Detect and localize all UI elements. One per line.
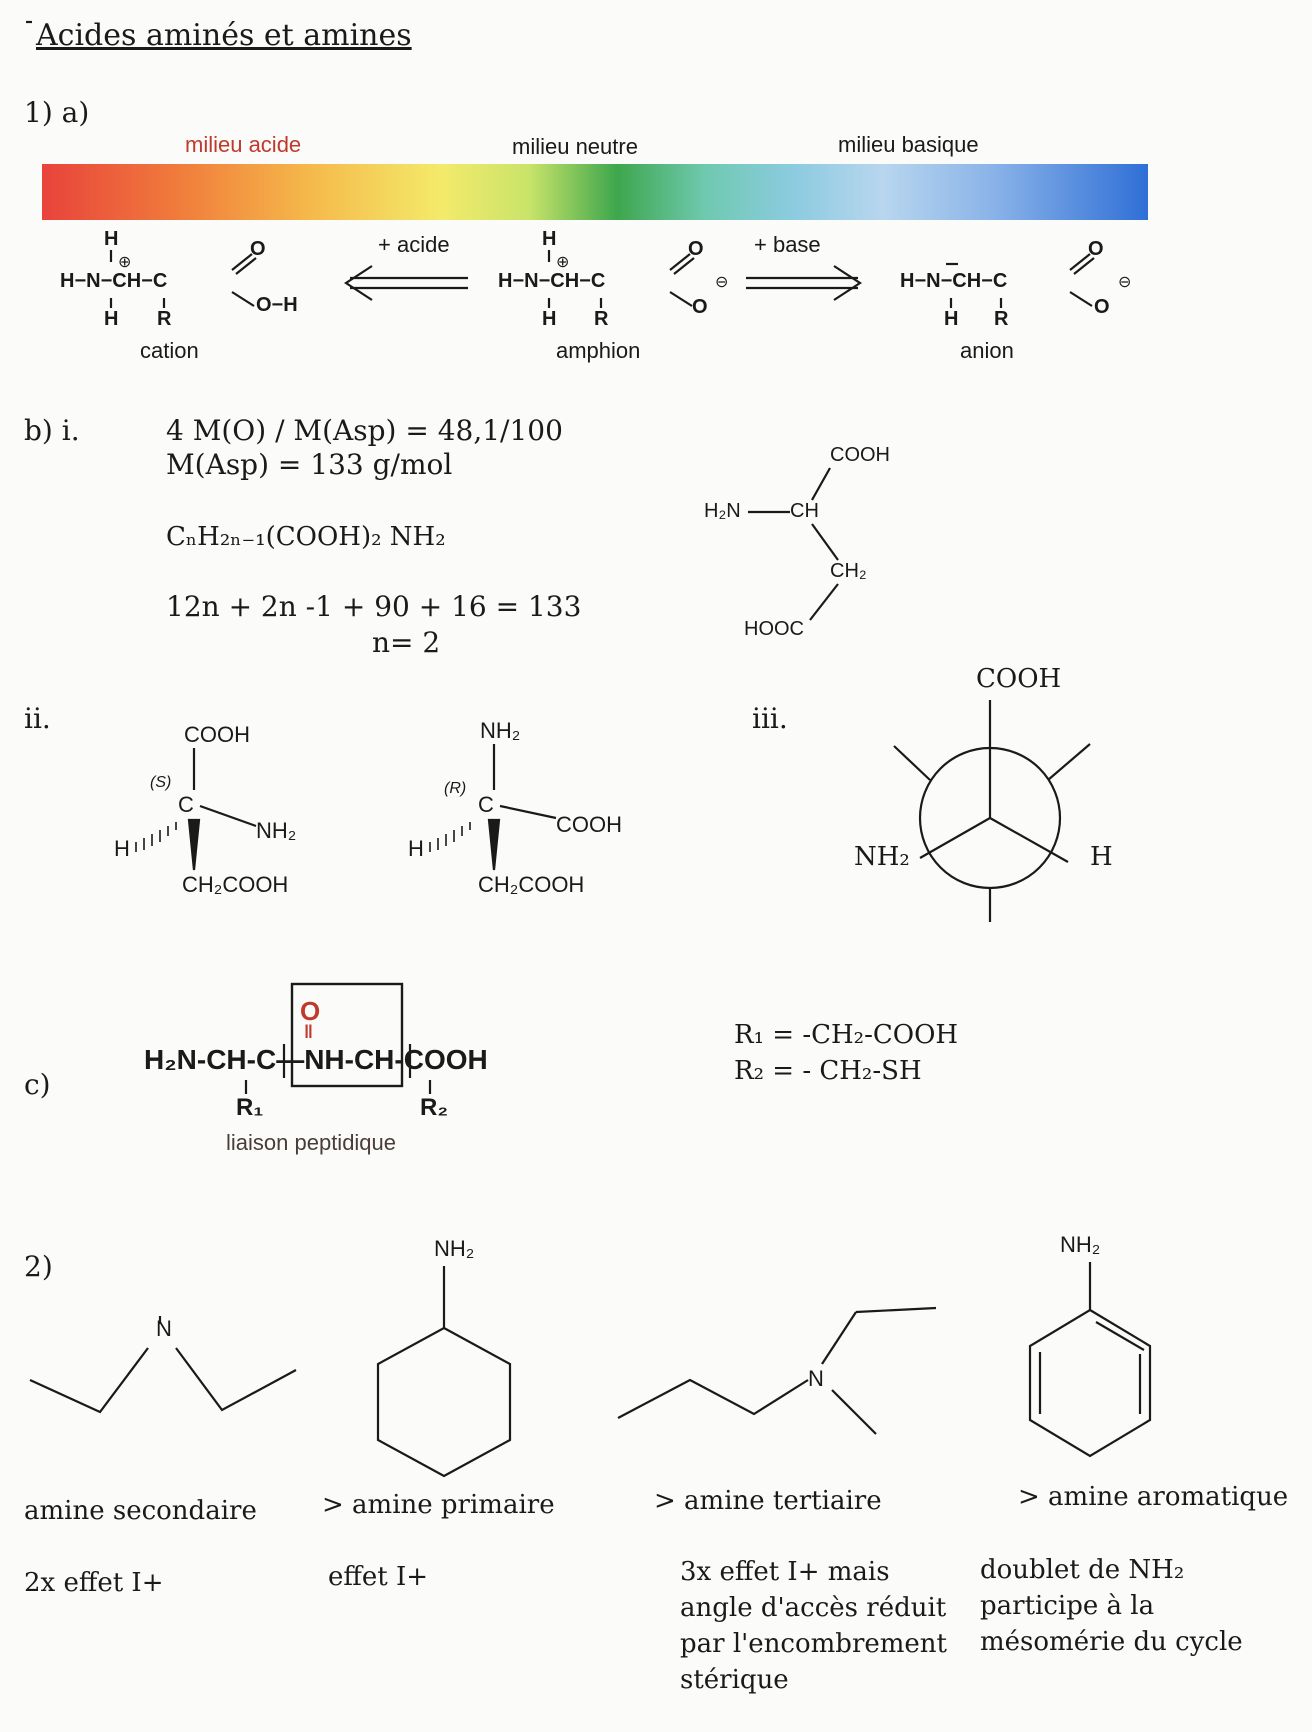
s-right-nh2: NH₂ bbox=[256, 818, 297, 843]
section-1a-label: 1) a) bbox=[24, 96, 90, 129]
equation-mass-ratio: 4 M(O) / M(Asp) = 48,1/100 bbox=[166, 414, 563, 447]
r-top-nh2: NH₂ bbox=[480, 718, 521, 743]
amine4-atom: NH₂ bbox=[1060, 1232, 1101, 1257]
amine1-note: 2x effet I+ bbox=[24, 1568, 164, 1598]
dipeptide-formula: H₂N-CH-C—NH-CH-COOH bbox=[144, 1044, 488, 1075]
s-bottom-ch2cooh: CH₂COOH bbox=[182, 872, 289, 897]
amine3-atom: N bbox=[808, 1366, 824, 1391]
zone-neutral-label: milieu neutre bbox=[512, 134, 638, 159]
arrow-base-label: + base bbox=[754, 232, 821, 257]
amine4-note: doublet de NH₂ participe à la mésomérie … bbox=[980, 1555, 1243, 1657]
amine4-type: > amine aromatique bbox=[1018, 1482, 1289, 1512]
asp-h2n: H₂N bbox=[704, 500, 741, 522]
page-title: Acides aminés et amines bbox=[36, 18, 412, 53]
amine3-type: > amine tertiaire bbox=[654, 1486, 882, 1516]
s-config-tag: (S) bbox=[150, 774, 172, 791]
r-bottom-ch2cooh: CH₂COOH bbox=[478, 872, 585, 897]
newman-right-h: H bbox=[1090, 842, 1113, 872]
result-n: n= 2 bbox=[372, 626, 441, 659]
section-1b-iii-label: iii. bbox=[752, 702, 788, 735]
zone-acid-label: milieu acide bbox=[185, 132, 302, 157]
section-1b-i-label: b) i. bbox=[24, 414, 80, 447]
r2-definition: R₂ = - CH₂-SH bbox=[734, 1056, 922, 1086]
zone-basic-label: milieu basique bbox=[838, 132, 979, 157]
equation-n: 12n + 2n -1 + 90 + 16 = 133 bbox=[166, 590, 582, 623]
newman-left-nh2: NH₂ bbox=[854, 842, 910, 872]
asp-ch: CH bbox=[790, 500, 819, 522]
peptide-bond-label: liaison peptidique bbox=[226, 1130, 397, 1155]
section-2-label: 2) bbox=[24, 1250, 53, 1283]
cation-label: cation bbox=[140, 338, 199, 363]
dipeptide-r2: R₂ bbox=[420, 1094, 448, 1121]
s-top-cooh: COOH bbox=[184, 722, 250, 747]
amphion-label: amphion bbox=[556, 338, 641, 363]
amine1-type: amine secondaire bbox=[24, 1496, 257, 1526]
arrow-acid-label: + acide bbox=[378, 232, 450, 257]
r-h: H bbox=[408, 836, 424, 861]
amine2-atom: NH₂ bbox=[434, 1236, 475, 1261]
r-right-cooh: COOH bbox=[556, 812, 622, 837]
amine2-note: effet I+ bbox=[328, 1562, 429, 1592]
anion-label: anion bbox=[960, 338, 1014, 363]
dipeptide-r1: R₁ bbox=[236, 1094, 264, 1121]
s-h: H bbox=[114, 836, 130, 861]
newman-top-cooh: COOH bbox=[976, 664, 1062, 694]
asp-cooh: COOH bbox=[830, 444, 890, 466]
asp-hooc: HOOC bbox=[744, 618, 804, 640]
r-config-tag: (R) bbox=[444, 780, 467, 797]
general-formula: CₙH₂ₙ₋₁(COOH)₂ NH₂ bbox=[166, 522, 446, 552]
section-1c-label: c) bbox=[24, 1068, 51, 1101]
amine2-type: > amine primaire bbox=[322, 1490, 555, 1520]
amine3-note: 3x effet I+ mais angle d'accès réduit pa… bbox=[680, 1557, 947, 1695]
r1-definition: R₁ = -CH₂-COOH bbox=[734, 1020, 959, 1050]
asp-ch2: CH₂ bbox=[830, 560, 867, 582]
equation-molar-mass: M(Asp) = 133 g/mol bbox=[166, 448, 453, 481]
section-1b-ii-label: ii. bbox=[24, 702, 51, 735]
ph-spectrum-bar bbox=[42, 164, 1148, 220]
